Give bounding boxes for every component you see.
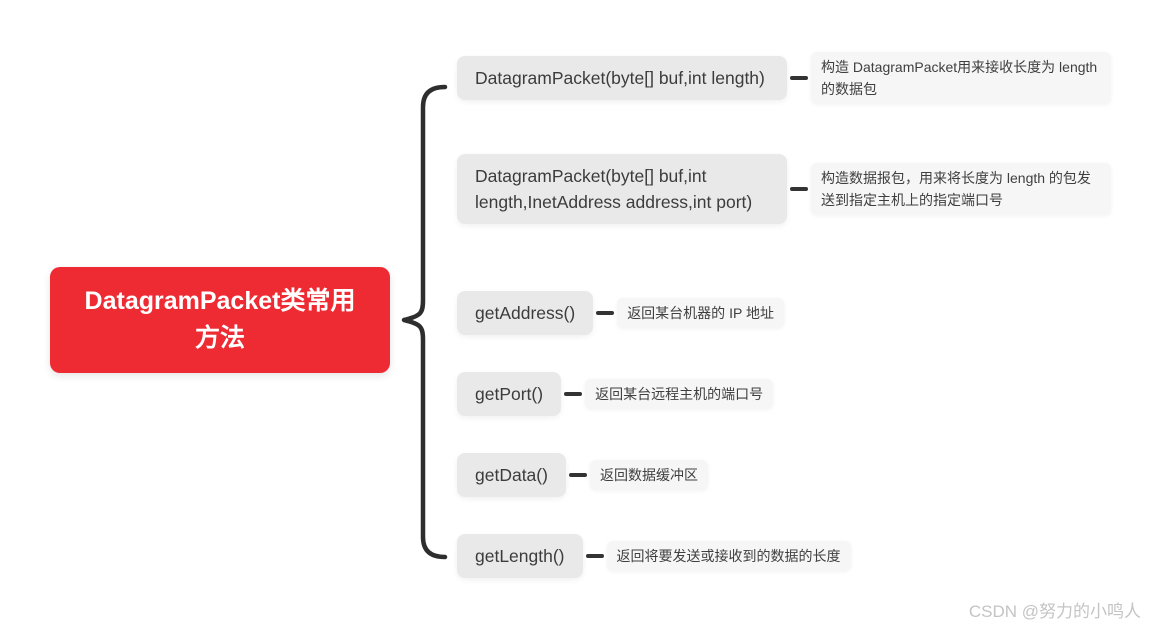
connector-line (585, 554, 604, 558)
method-node: DatagramPacket(byte[] buf,int length,Ine… (457, 154, 787, 224)
connector-line (790, 76, 808, 80)
method-node: DatagramPacket(byte[] buf,int length) (457, 56, 787, 100)
branch-row: DatagramPacket(byte[] buf,int length,Ine… (457, 154, 1111, 224)
branch-row: getPort() 返回某台远程主机的端口号 (457, 372, 774, 416)
method-node: getPort() (457, 372, 562, 416)
method-note: 构造 DatagramPacket用来接收长度为 length 的数据包 (811, 52, 1111, 104)
connector-line (596, 311, 615, 315)
branch-row: getData() 返回数据缓冲区 (457, 453, 708, 497)
curly-brace-icon (401, 84, 448, 560)
method-node: getLength() (457, 534, 583, 578)
connector-line (568, 473, 587, 477)
connector-line (564, 392, 583, 396)
method-node: getData() (457, 453, 566, 497)
branch-row: getLength() 返回将要发送或接收到的数据的长度 (457, 534, 851, 578)
watermark: CSDN @努力的小鸣人 (968, 602, 1141, 621)
branch-row: DatagramPacket(byte[] buf,int length) 构造… (457, 52, 1111, 104)
method-note: 返回将要发送或接收到的数据的长度 (606, 541, 851, 571)
connector-line (790, 187, 808, 191)
method-note: 构造数据报包，用来将长度为 length 的包发送到指定主机上的指定端口号 (811, 163, 1111, 215)
branch-row: getAddress() 返回某台机器的 IP 地址 (457, 291, 784, 335)
method-note: 返回数据缓冲区 (589, 460, 708, 490)
method-note: 返回某台远程主机的端口号 (585, 379, 774, 409)
method-note: 返回某台机器的 IP 地址 (617, 298, 784, 328)
root-node: DatagramPacket类常用方法 (50, 267, 390, 373)
method-node: getAddress() (457, 291, 594, 335)
